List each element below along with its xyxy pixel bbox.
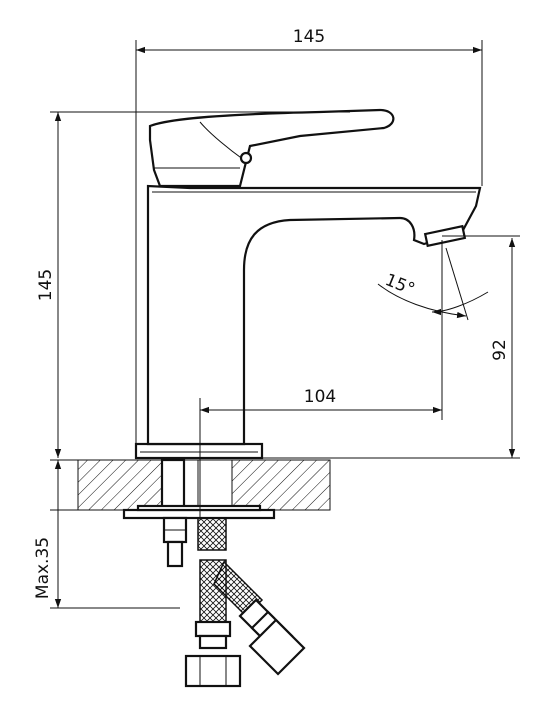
supply-hose-angled (213, 560, 306, 676)
faucet-base (134, 442, 264, 460)
dim-width-label: 145 (293, 27, 325, 47)
dim-spout-height-label: 92 (490, 339, 510, 361)
dim-reach-label: 104 (304, 387, 336, 407)
mounting-plate (122, 504, 276, 520)
extension-lines (50, 40, 520, 609)
dim-angle: 15° (377, 247, 489, 321)
dim-height-label: 145 (36, 269, 56, 301)
dim-height: 145 (36, 112, 62, 458)
countertop-section (50, 458, 331, 512)
dim-spout-height: 92 (490, 238, 516, 458)
faucet-handle (148, 108, 395, 188)
dim-angle-label: 15° (382, 270, 417, 300)
dim-max-thickness: Max.35 (33, 460, 62, 608)
dim-reach: 104 (200, 387, 442, 414)
dim-max-thickness-label: Max.35 (33, 537, 53, 599)
dim-width: 145 (136, 27, 482, 54)
threaded-rod (162, 516, 188, 568)
